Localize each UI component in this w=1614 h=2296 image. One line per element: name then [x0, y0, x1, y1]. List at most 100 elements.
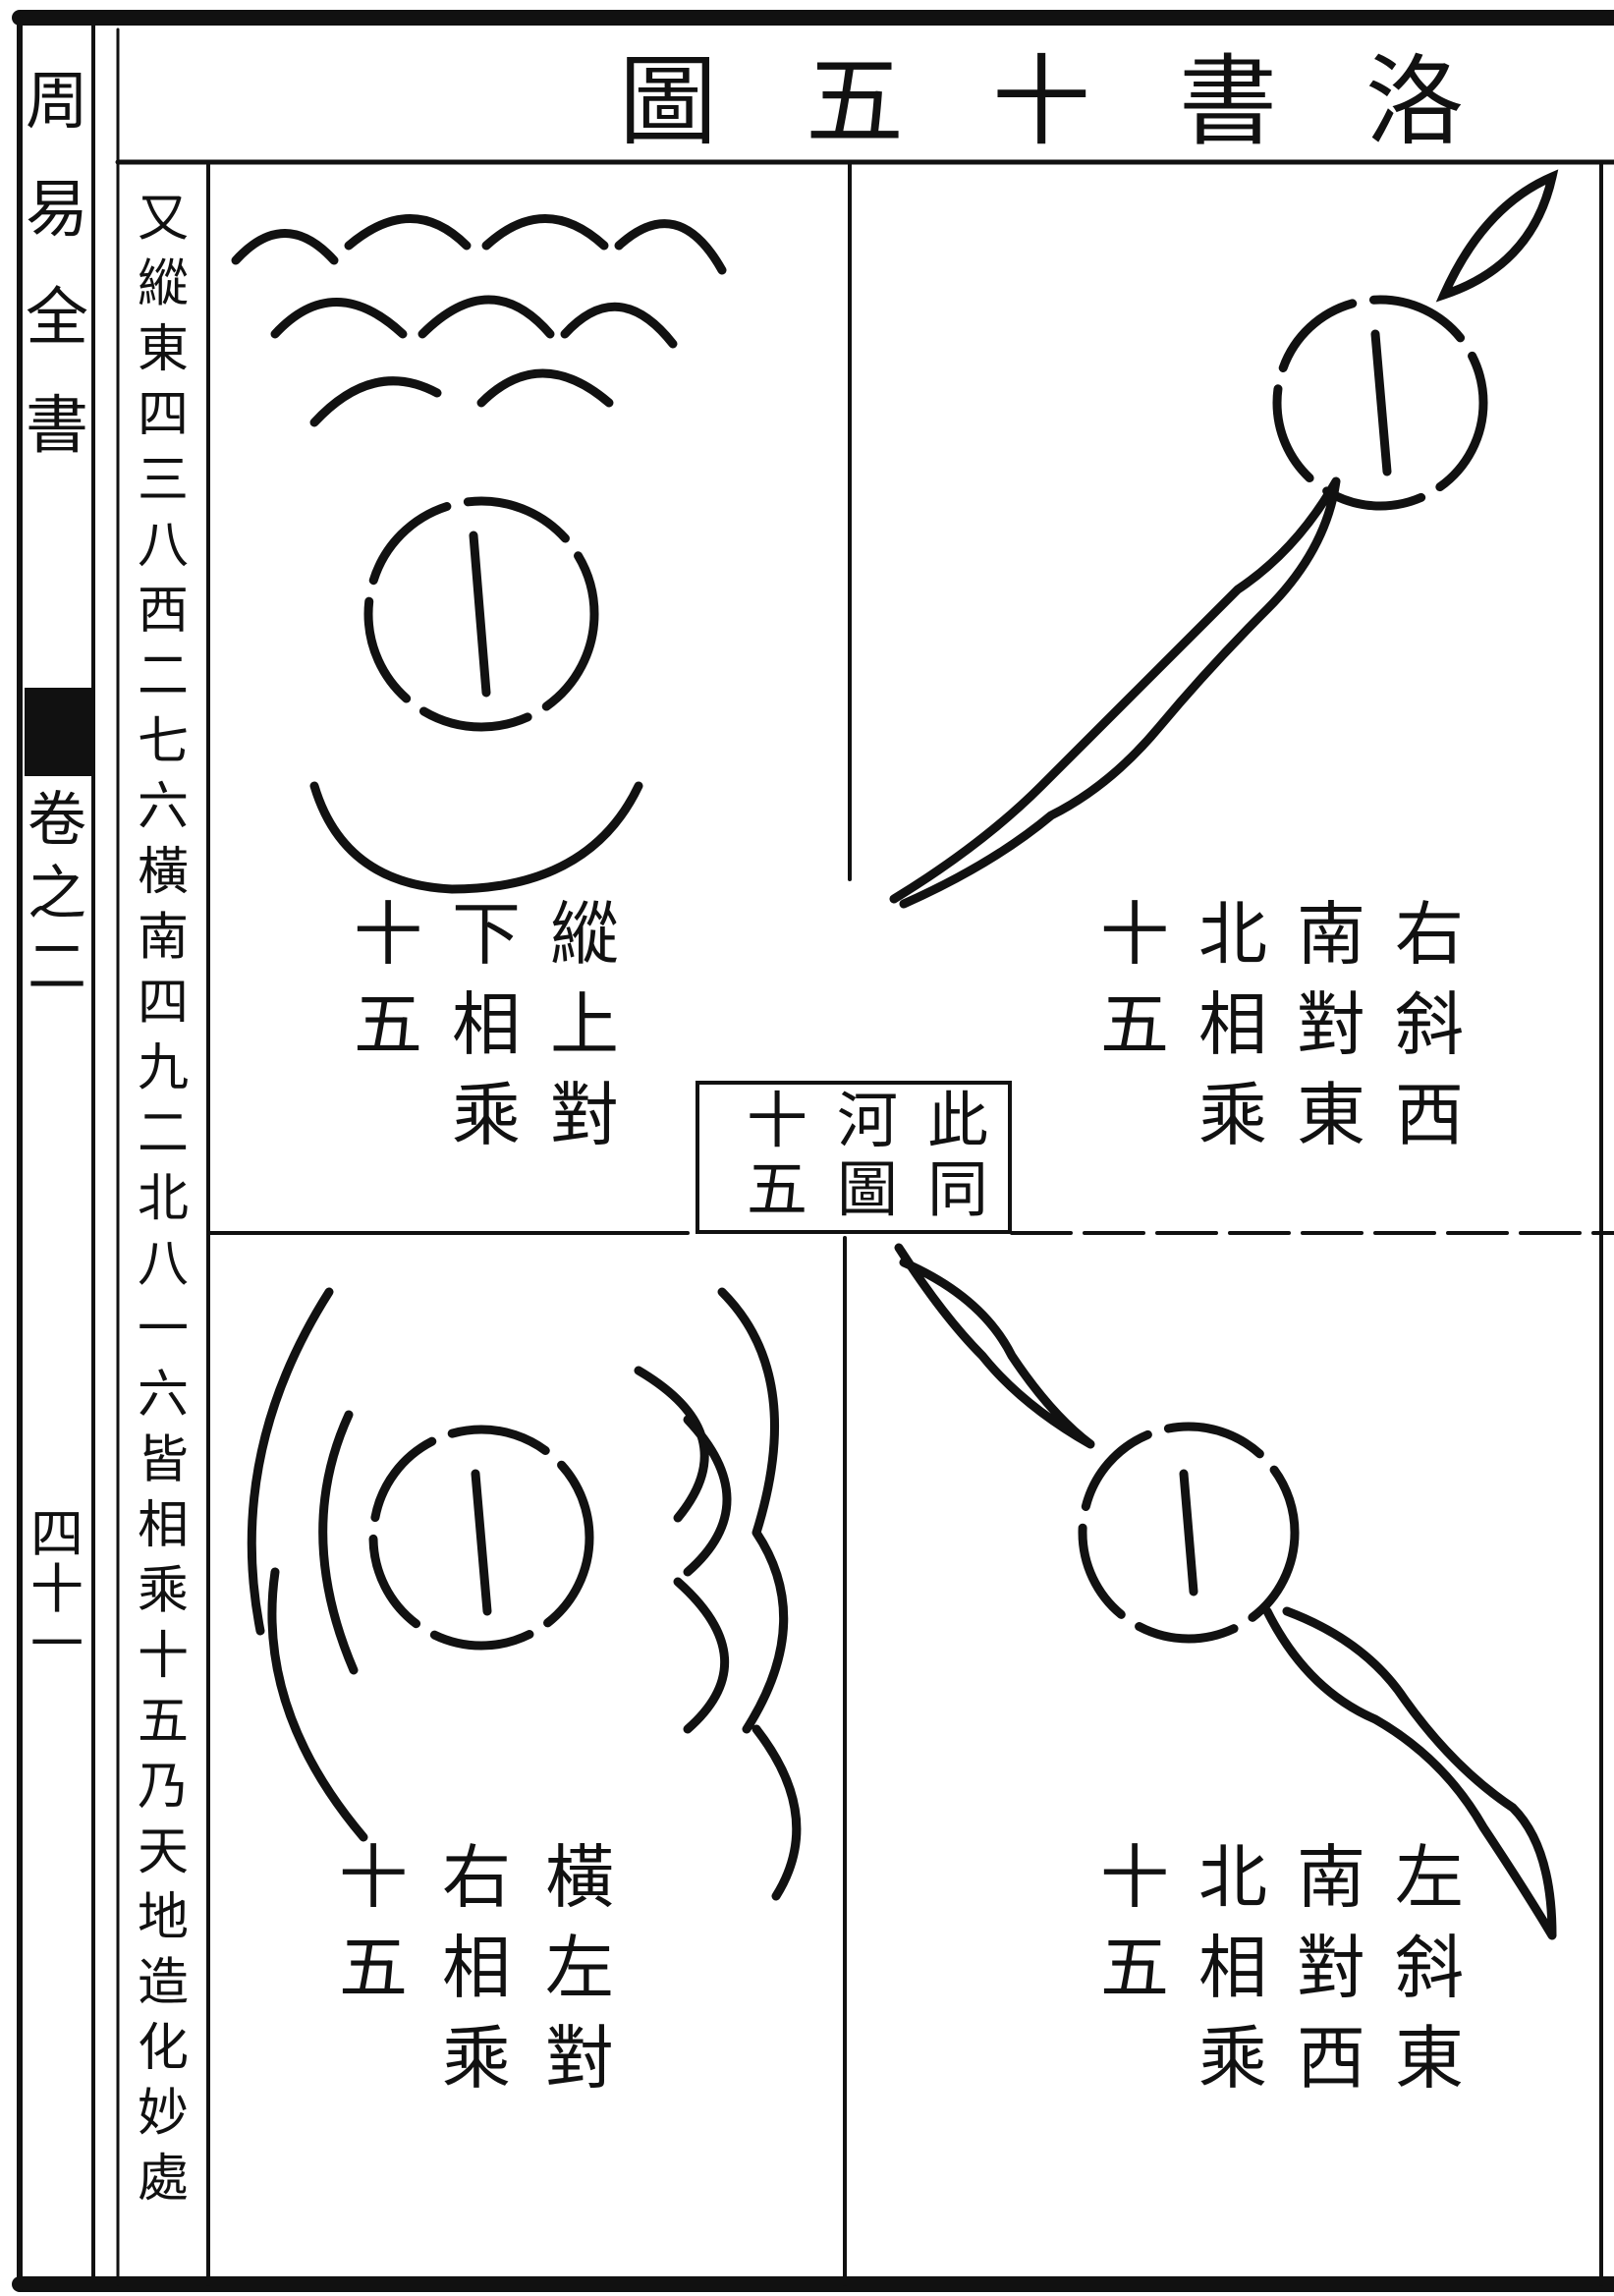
text-char: 六: [138, 778, 189, 837]
text-char: 河: [837, 1085, 898, 1156]
center-bar: [469, 531, 491, 698]
text-char: 十: [354, 894, 422, 975]
title-char: 十: [992, 44, 1090, 159]
text-char: 天: [138, 1823, 189, 1882]
text-char: 對: [545, 2018, 614, 2099]
text-char: 卷: [28, 786, 86, 855]
text-char: 周: [26, 66, 88, 139]
text-char: 右: [442, 1837, 511, 1918]
text-char: 四: [138, 974, 189, 1033]
text-char: 東: [1297, 1075, 1365, 1155]
text-char: 同: [927, 1153, 988, 1225]
arc-row-bottom: [309, 368, 614, 427]
text-char: 右: [1395, 894, 1464, 975]
bottom-left-figure: [247, 1287, 802, 1901]
text-char: 妙: [138, 2085, 189, 2144]
text-char: 造: [138, 1954, 189, 2013]
title-char: 書: [1179, 44, 1277, 159]
text-char: 相: [138, 1496, 189, 1555]
text-char: 北: [138, 1170, 189, 1229]
text-char: 斜: [1395, 1928, 1464, 2008]
text-char: 北: [1198, 894, 1267, 975]
text-char: 全: [26, 282, 88, 355]
text-char: 相: [1198, 1928, 1267, 2008]
text-char: 五: [747, 1153, 807, 1225]
text-char: 十: [1100, 1837, 1169, 1918]
text-char: 五: [138, 1693, 189, 1752]
text-char: 乘: [452, 1075, 521, 1155]
margin-chapter: 卷之二: [28, 786, 86, 1002]
text-char: 之: [28, 860, 86, 928]
text-char: 八: [138, 1235, 189, 1294]
text-char: 西: [1395, 1075, 1464, 1155]
lower-chain: [1262, 1606, 1557, 1940]
left-arcs: [247, 1287, 368, 1842]
text-char: 十: [747, 1085, 807, 1156]
text-char: 七: [138, 712, 189, 771]
margin-page-number: 四十一: [30, 1503, 83, 1675]
center-circle: [1272, 295, 1488, 511]
title-char: 五: [806, 44, 904, 159]
text-char: 縱: [138, 255, 189, 314]
text-char: 九: [138, 1039, 189, 1098]
center-bar: [1179, 1469, 1198, 1596]
text-char: 東: [138, 320, 189, 379]
text-char: 二: [138, 647, 189, 706]
center-circle: [1078, 1422, 1300, 1644]
text-char: 十: [1100, 894, 1169, 975]
text-char: 乘: [1198, 2018, 1267, 2099]
text-char: 北: [1198, 1837, 1267, 1918]
text-char: 地: [138, 1888, 189, 1947]
text-char: 東: [1395, 2018, 1464, 2099]
text-char: 左: [545, 1928, 614, 2008]
text-char: 五: [1100, 984, 1169, 1065]
upper-leaf: [1435, 169, 1559, 303]
lower-chain: [889, 476, 1341, 909]
text-char: 三: [138, 451, 189, 510]
text-char: 南: [1297, 1837, 1365, 1918]
text-char: 此: [927, 1085, 988, 1156]
text-char: 西: [1297, 2018, 1365, 2099]
text-char: 左: [1395, 1837, 1464, 1918]
text-char: 上: [550, 984, 619, 1065]
top-right-figure: [889, 169, 1559, 909]
text-char: 十: [339, 1837, 408, 1918]
text-char: 六: [138, 1366, 189, 1425]
text-char: 乘: [442, 2018, 511, 2099]
text-char: 乘: [138, 1562, 189, 1621]
text-char: 一: [30, 1613, 83, 1675]
bottom-right-figure: [894, 1243, 1557, 1940]
text-char: 南: [138, 909, 189, 968]
title-char: 洛: [1365, 44, 1464, 159]
text-char: 二: [138, 1104, 189, 1163]
text-char: 化: [138, 2019, 189, 2078]
text-char: 處: [138, 2150, 189, 2209]
text-char: 八: [138, 517, 189, 576]
center-bar: [471, 1469, 492, 1616]
text-char: 四: [30, 1503, 83, 1565]
text-char: 乃: [138, 1758, 189, 1817]
text-char: 皆: [138, 1431, 189, 1490]
margin-fishtail-block: [25, 688, 91, 776]
text-char: 圖: [837, 1153, 898, 1225]
text-char: 一: [138, 1301, 189, 1360]
text-char: 橫: [138, 843, 189, 902]
text-char: 又: [138, 190, 189, 249]
center-note-box: [696, 1081, 1012, 1234]
text-char: 下: [452, 894, 521, 975]
text-char: 二: [28, 933, 86, 1002]
upper-chain: [894, 1243, 1095, 1449]
title-char: 圖: [619, 44, 717, 159]
text-char: 斜: [1395, 984, 1464, 1065]
text-char: 書: [26, 390, 88, 463]
text-char: 五: [354, 984, 422, 1065]
text-char: 五: [1100, 1928, 1169, 2008]
text-char: 乘: [1198, 1075, 1267, 1155]
